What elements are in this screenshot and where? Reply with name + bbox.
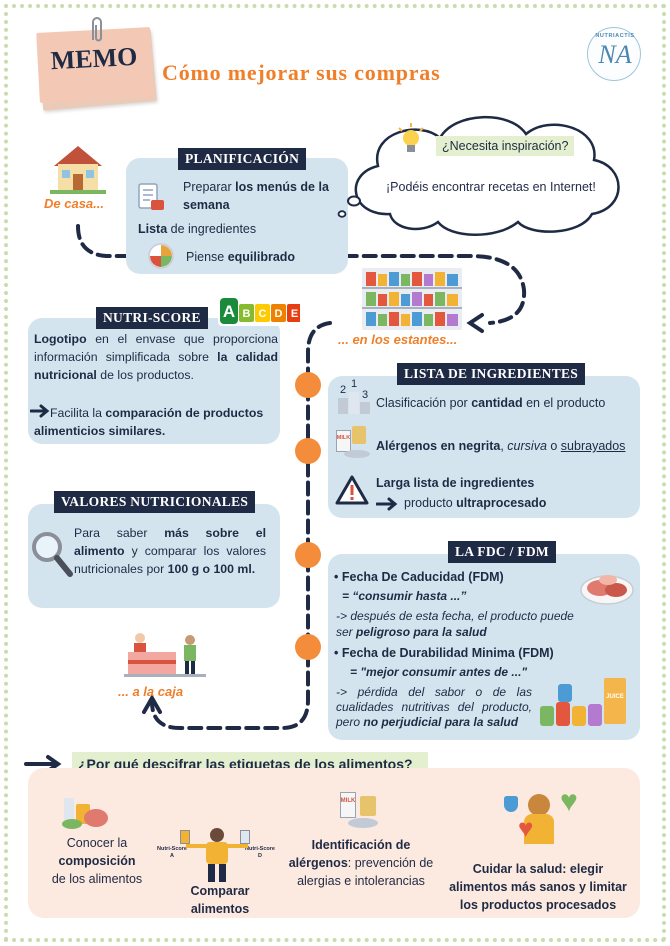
paperclip-icon: [92, 17, 102, 42]
nutriscore-letter-box: [287, 304, 300, 322]
fdc-bullet-2: • Fecha de Durabilidad Minima (FDM): [334, 646, 554, 660]
ingredientes-lista-larga: Larga lista de ingredientes: [376, 476, 535, 490]
nutriscore-letter: E: [291, 308, 298, 320]
step-checkout-label: ... a la caja: [118, 684, 184, 699]
allergens-icon: MILK: [334, 426, 374, 460]
ingredientes-alergenos: Alérgenos en negrita, cursiva o subrayad…: [376, 439, 626, 453]
checkout-counter-icon: [124, 633, 206, 677]
fdc-bullet-1: • Fecha De Caducidad (FDM): [334, 570, 504, 584]
nutriscore-letter-box: [271, 304, 286, 322]
lightbulb-icon: [398, 123, 424, 152]
nutriscore-letter: C: [259, 308, 267, 320]
benefit-salud: Cuidar la salud: elegir alimentos más sa…: [449, 862, 627, 912]
valores-description: Para saber más sobre el alimento y compa…: [74, 526, 266, 576]
step-shelves-label: ... en los estantes...: [338, 332, 458, 347]
nutriscore-benefit: Facilita la comparación de productos ali…: [34, 406, 264, 438]
benefit-alergenos: Identificación de alérgenos: prevención …: [288, 838, 434, 888]
thought-cloud: [337, 115, 620, 236]
nutriscore-letter: D: [275, 308, 283, 320]
timeline-dot: [295, 634, 321, 660]
ranking-icon: 2 1 3: [338, 378, 372, 414]
dotted-page-border: [4, 4, 666, 942]
arrow-right-icon: [30, 404, 50, 418]
fdc-bullet-2-note: -> pérdida del sabor o de las cualidades…: [336, 685, 532, 729]
nutriscore-letter-box: [239, 304, 254, 322]
ingredientes-box: [328, 376, 640, 518]
nutriscore-letter-box: [220, 298, 238, 324]
nutriscore-letter: B: [243, 308, 251, 320]
house-icon: [50, 146, 106, 194]
cans-and-juice-icon: JUICE: [538, 676, 636, 736]
arrow-right-icon: [376, 497, 398, 511]
brand-logo-monogram: NA: [598, 40, 632, 69]
fdc-bullet-1-quote: = “consumir hasta ...”: [342, 589, 467, 603]
nutriscore-letter: A: [223, 302, 235, 321]
valores-box: [28, 504, 280, 608]
valores-title: VALORES NUTRICIONALES: [54, 491, 256, 513]
timeline-dot: [295, 438, 321, 464]
fdc-bullet-2-quote: = "mejor consumir antes de ...": [350, 665, 528, 679]
heart-icon: ♥: [518, 813, 534, 843]
step-home-label: De casa...: [44, 196, 104, 211]
ingredientes-clasificacion: Clasificación por cantidad en el product…: [376, 396, 606, 410]
planificacion-item-lista: Lista de ingredientes: [138, 222, 257, 236]
cloud-answer: ¡Podéis encontrar recetas en Internet!: [386, 180, 596, 194]
benefit-composicion: Conocer la composición de los alimentos: [51, 836, 143, 886]
health-illustration: ♥ ♥: [500, 785, 592, 848]
fdc-title: LA FDC / FDM: [448, 541, 556, 563]
nutriscore-description: Logotipo en el envase que proporciona in…: [34, 332, 279, 382]
allergen-products-icon: MILK: [336, 790, 386, 830]
food-basket-icon: [62, 798, 108, 829]
nutriscore-box: [28, 318, 280, 444]
supermarket-shelves-icon: [362, 268, 462, 330]
planificacion-item-equilibrado: Piense equilibrado: [186, 250, 296, 264]
nutriscore-letter-box: [255, 304, 270, 322]
page-title: Cómo mejorar sus compras: [162, 60, 441, 85]
nutriscore-title: NUTRI-SCORE: [96, 307, 208, 329]
fdc-bullet-1-note: -> después de esta fecha, el producto pu…: [336, 609, 574, 639]
timeline-dot: [295, 542, 321, 568]
timeline-dot: [295, 372, 321, 398]
brand-logo-text: NUTRIACTIS: [595, 33, 635, 39]
planificacion-item-menus: Preparar los menús de la semana: [183, 180, 329, 212]
ingredientes-ultraprocesado: producto ultraprocesado: [404, 496, 547, 510]
planificacion-title: PLANIFICACIÓN: [178, 148, 307, 170]
cloud-question: ¿Necesita inspiración?: [436, 136, 575, 156]
brand-logo: NUTRIACTIS NA: [587, 27, 641, 81]
fruit-heart-icon: ♥: [560, 785, 578, 818]
magnifier-icon: [32, 532, 73, 577]
menu-document-icon: [138, 183, 164, 210]
ingredientes-title: LISTA DE INGREDIENTES: [397, 363, 586, 385]
balanced-plate-icon: [148, 243, 174, 269]
memo-card: MEMO: [34, 17, 157, 111]
meat-icon: [580, 575, 634, 605]
shield-icon: [504, 796, 518, 812]
warning-icon: [335, 475, 369, 505]
